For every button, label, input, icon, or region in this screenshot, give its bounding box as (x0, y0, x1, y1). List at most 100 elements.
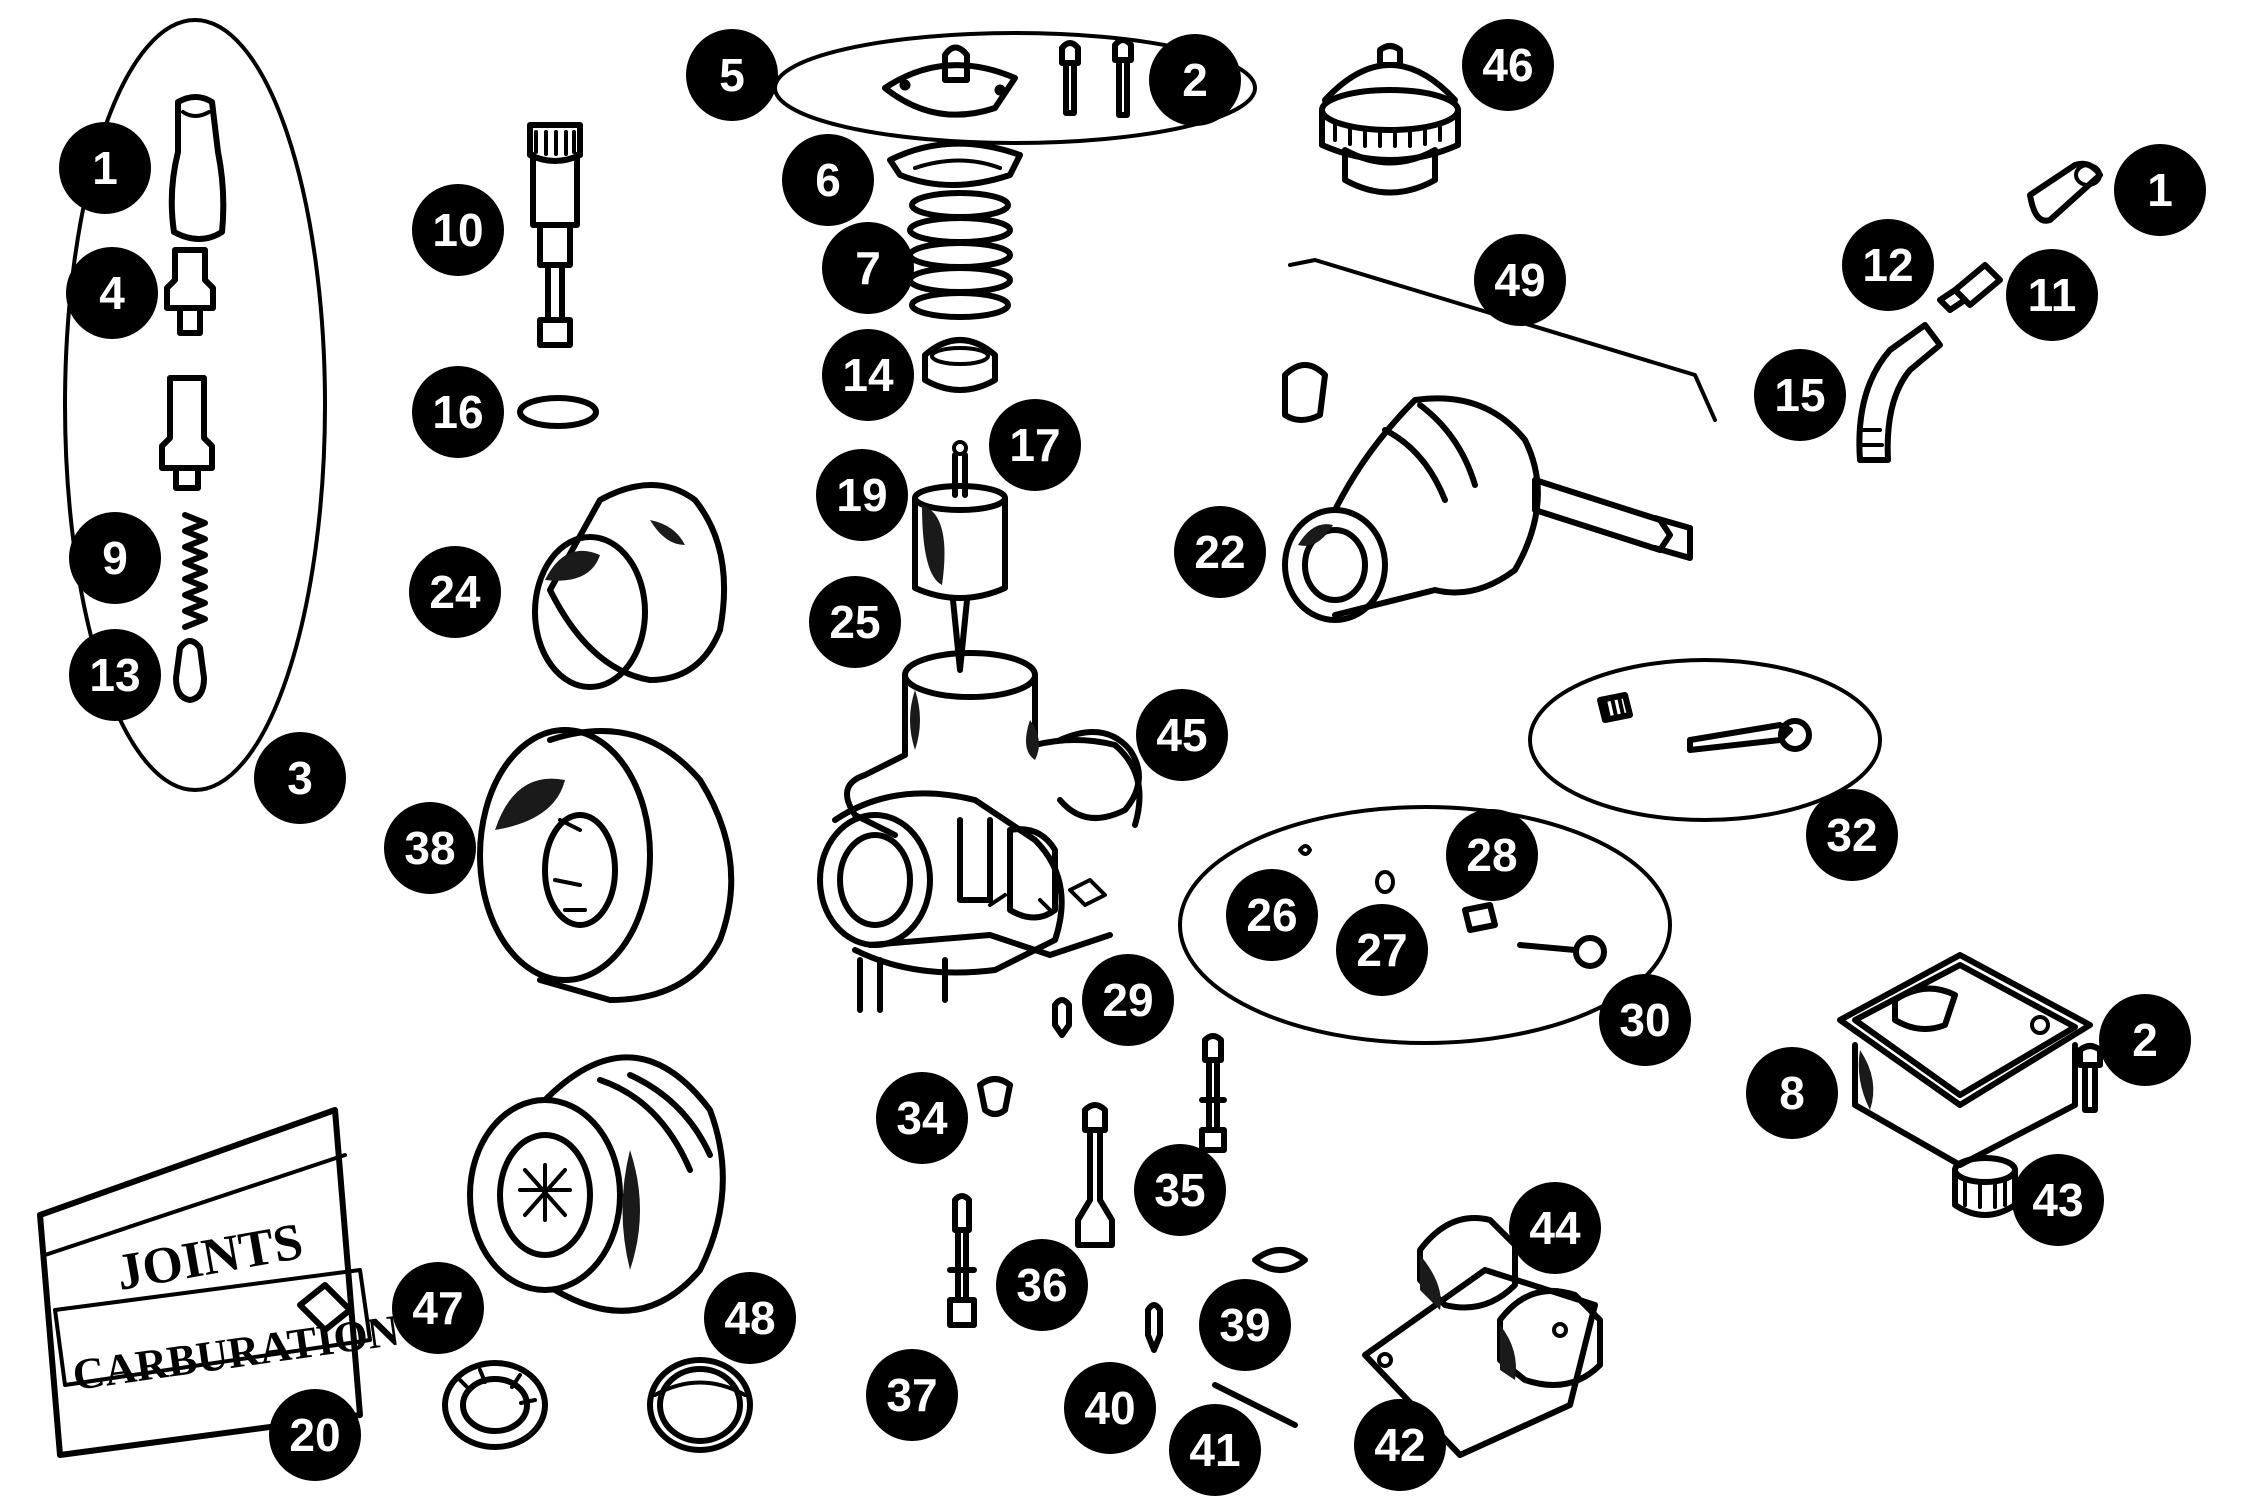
callout-c30: 30 (1599, 974, 1691, 1066)
part-9-spring (182, 512, 208, 630)
callout-label: 40 (1084, 1382, 1135, 1434)
callout-label: 8 (1779, 1067, 1805, 1119)
callout-c24: 24 (409, 546, 501, 638)
part-36-jet-holder (1075, 1102, 1115, 1248)
callout-label: 30 (1619, 994, 1670, 1046)
callout-label: 3 (287, 752, 313, 804)
callout-label: 26 (1246, 889, 1297, 941)
callout-label: 12 (1862, 239, 1913, 291)
part-5-top-cap (882, 44, 1018, 118)
callout-c16: 16 (412, 366, 504, 458)
callout-circle (704, 1272, 796, 1364)
callout-c36: 36 (996, 1239, 1088, 1331)
callout-circle (1806, 789, 1898, 881)
callout-label: 15 (1774, 369, 1825, 421)
callout-circle (59, 122, 151, 214)
part-14-needle-clip-seat (922, 337, 998, 393)
callout-circle (1599, 974, 1691, 1066)
callout-c5: 5 (686, 29, 778, 121)
callout-c34: 34 (876, 1072, 968, 1164)
part-4-needle-jet-holder (164, 247, 216, 336)
callout-c19: 19 (816, 449, 908, 541)
callout-label: 5 (719, 49, 745, 101)
callout-label: 49 (1494, 254, 1545, 306)
callout-c46: 46 (1462, 19, 1554, 111)
callout-circle (69, 512, 161, 604)
callout-c9: 9 (69, 512, 161, 604)
callout-circle (1746, 1047, 1838, 1139)
callout-c17: 17 (989, 399, 1081, 491)
part-38-air-filter (477, 727, 735, 1003)
part-12-pilot-jet (1937, 262, 2003, 313)
callout-c2a: 2 (1149, 34, 1241, 126)
part-2-screw-bowl (2077, 1043, 2103, 1113)
callout-label: 41 (1189, 1424, 1240, 1476)
part-29-needle-valve (1052, 997, 1072, 1038)
callout-c14: 14 (822, 329, 914, 421)
part-30-contents (1298, 844, 1607, 969)
part-main-jet-left (159, 375, 215, 491)
callout-label: 44 (1529, 1202, 1581, 1254)
callout-circle (69, 629, 161, 721)
callout-c2b: 2 (2099, 994, 2191, 1086)
callout-label: 22 (1194, 526, 1245, 578)
callout-label: 17 (1009, 419, 1060, 471)
callout-circle (2012, 1154, 2104, 1246)
callout-label: 4 (99, 267, 125, 319)
callout-c1b: 1 (2114, 144, 2206, 236)
part-39-washer (1252, 1247, 1308, 1273)
callout-label: 16 (432, 386, 483, 438)
callout-circle (686, 29, 778, 121)
callout-c25: 25 (809, 576, 901, 668)
part-37-pilot-screw (947, 1193, 977, 1328)
callout-label: 37 (886, 1369, 937, 1421)
part-17-clip (952, 440, 968, 456)
callout-circle (1446, 809, 1538, 901)
callout-label: 1 (2147, 164, 2173, 216)
callout-circle (989, 399, 1081, 491)
callout-c12: 12 (1842, 219, 1934, 311)
callout-c28: 28 (1446, 809, 1538, 901)
callout-circle (1842, 219, 1934, 311)
part-2-screws-top (1059, 37, 1134, 118)
callout-label: 45 (1156, 709, 1207, 761)
kit-subtitle: CARBURATION (70, 1306, 403, 1400)
callout-c45: 45 (1136, 689, 1228, 781)
part-7-spring (907, 190, 1013, 320)
callout-label: 14 (842, 349, 894, 401)
callout-label: 19 (836, 469, 887, 521)
part-48-sleeve (647, 1357, 753, 1453)
callout-c1a: 1 (59, 122, 151, 214)
callout-c20: 20 (269, 1389, 361, 1481)
callout-label: 32 (1826, 809, 1877, 861)
callout-circle (1474, 234, 1566, 326)
group-32-outline (1528, 658, 1882, 822)
callout-c43: 43 (2012, 1154, 2104, 1246)
part-35-jet (1199, 1033, 1227, 1153)
callout-circle (1149, 34, 1241, 126)
callout-circle (822, 222, 914, 314)
callout-c4: 4 (66, 247, 158, 339)
callout-c22: 22 (1174, 506, 1266, 598)
callout-circle (1134, 1144, 1226, 1236)
callout-circle (1754, 349, 1846, 441)
callout-label: 46 (1482, 39, 1533, 91)
callout-label: 1 (92, 142, 118, 194)
callout-circle (816, 449, 908, 541)
callout-label: 10 (432, 204, 483, 256)
callout-circle (384, 802, 476, 894)
callout-circle (412, 366, 504, 458)
part-1-jet-left (168, 94, 227, 242)
callout-label: 9 (102, 532, 128, 584)
callout-c13: 13 (69, 629, 161, 721)
callout-circle (782, 134, 874, 226)
part-32-contents (1597, 692, 1812, 753)
callout-label: 29 (1102, 974, 1153, 1026)
callout-circle (1064, 1362, 1156, 1454)
callout-label: 20 (289, 1409, 340, 1461)
part-filter-housing (467, 1054, 726, 1314)
part-46-top-cover (1319, 43, 1461, 196)
callout-c15: 15 (1754, 349, 1846, 441)
